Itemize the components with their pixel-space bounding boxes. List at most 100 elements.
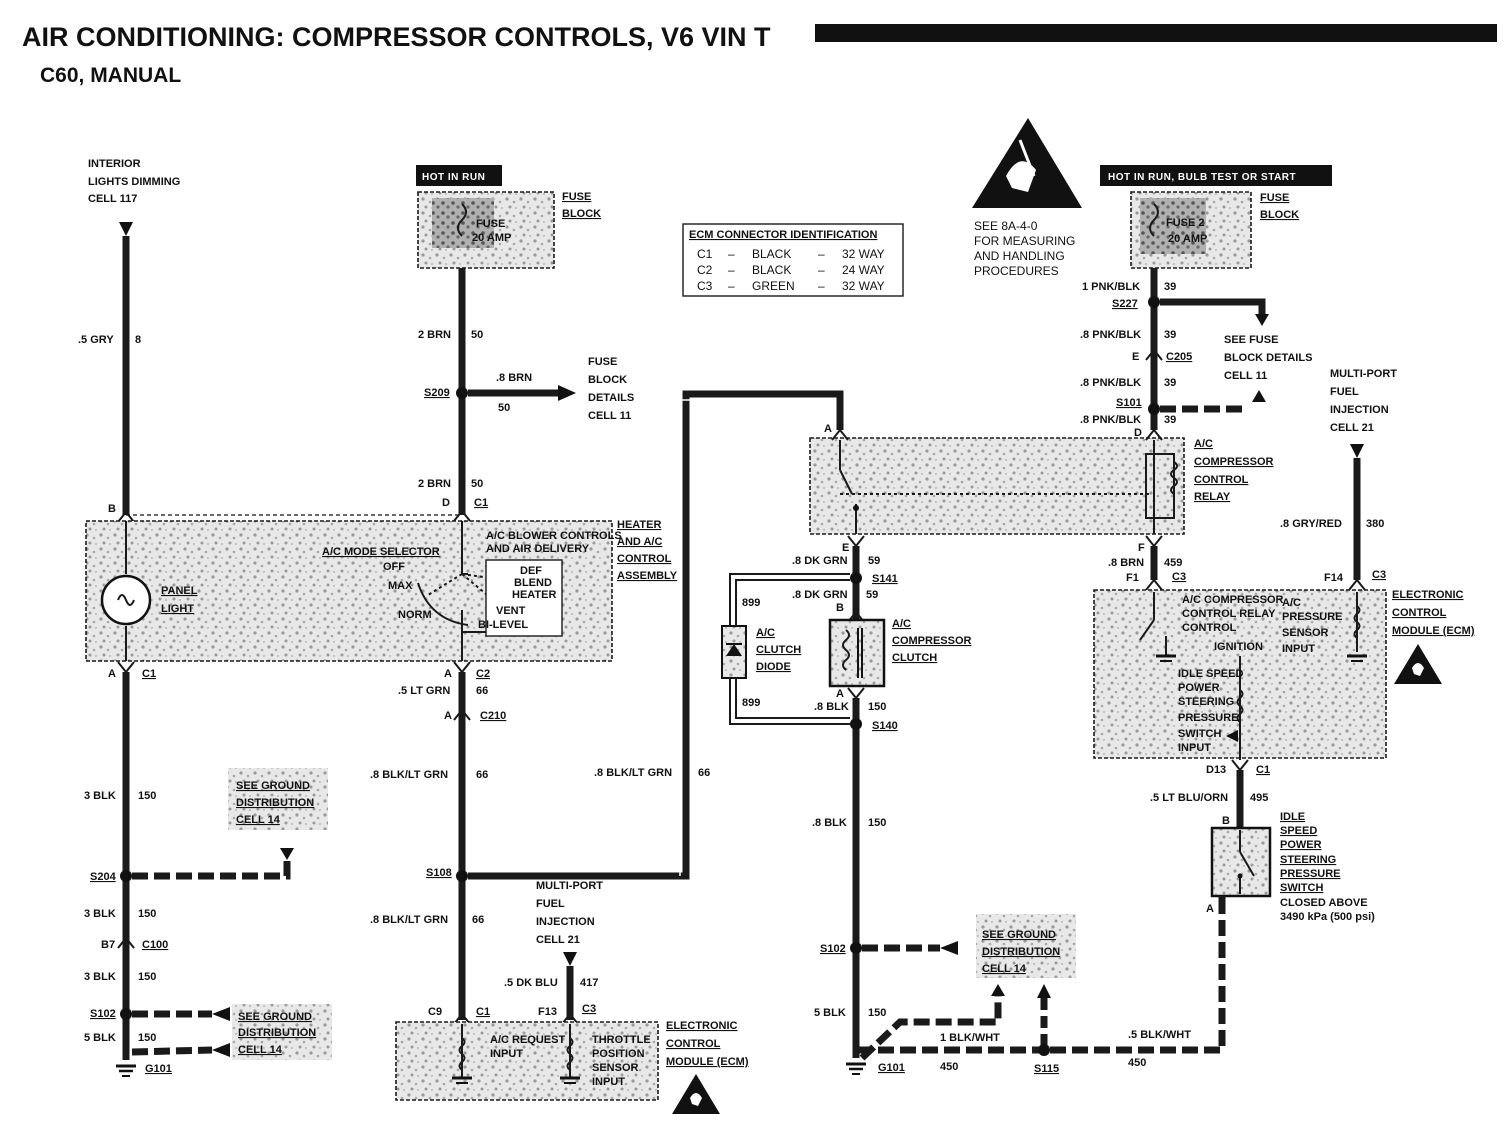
panel-light: PANEL LIGHT <box>100 521 198 661</box>
hot-tag-text: HOT IN RUN, BULB TEST OR START <box>1108 172 1296 183</box>
wire-label: 3 BLK <box>84 790 116 802</box>
circuit-number: 150 <box>868 701 886 713</box>
table-cell: BLACK <box>752 263 791 277</box>
interior-lights-ref-3: CELL 117 <box>88 193 137 205</box>
ground-dash-2 <box>859 996 1002 1061</box>
ecm-label: ELECTRONIC <box>1392 589 1464 601</box>
table-cell: C2 <box>697 263 713 277</box>
ecm-inner-label: INPUT <box>1178 742 1211 754</box>
connector-terminal <box>117 510 135 523</box>
fuse-name: FUSE 2 <box>1166 217 1205 229</box>
wire-label: .8 PNK/BLK <box>1080 329 1141 341</box>
connector-label: C2 <box>476 668 490 680</box>
splice-s141 <box>850 572 862 584</box>
mode-selector: A/C BLOWER CONTROLS AND AIR DELIVERY A/C… <box>322 521 622 661</box>
wire-label: .5 BLK/WHT <box>1128 1029 1191 1041</box>
ecm-input-label: POSITION <box>592 1048 645 1060</box>
relay-label: COMPRESSOR <box>1194 456 1274 468</box>
esd-warning-icon <box>972 118 1082 208</box>
splice-s204 <box>120 870 132 882</box>
ecm-inner-label: IGNITION <box>1214 641 1263 653</box>
esd-warning-icon <box>672 1074 720 1114</box>
circuit-number: 66 <box>476 685 488 697</box>
clutch-pin: A <box>836 688 844 700</box>
ecm-inner-label: SWITCH <box>1178 728 1221 740</box>
mpfi-arrow <box>563 952 577 966</box>
mode-def: DEF <box>520 565 542 577</box>
splice-label: S115 <box>1034 1063 1059 1075</box>
ecm-inner-label: SENSOR <box>1282 627 1329 639</box>
diode-label: A/C <box>756 627 775 639</box>
blower-label: A/C BLOWER CONTROLS <box>486 530 622 542</box>
ecm-label: ELECTRONIC <box>666 1020 738 1032</box>
ground-ref-text: CELL 14 <box>238 1044 283 1056</box>
connector-c205 <box>1145 348 1163 361</box>
page-subtitle: C60, MANUAL <box>40 64 181 87</box>
heater-label: AND A/C <box>617 536 662 548</box>
ecm-label: CONTROL <box>666 1038 721 1050</box>
fuse-block-label: FUSE <box>562 191 591 203</box>
mpfi-ref: FUEL <box>1330 386 1359 398</box>
esd-warning-icon <box>1394 644 1442 684</box>
fuse-rating: 20 AMP <box>472 232 511 244</box>
splice-label: S227 <box>1112 298 1138 310</box>
ecm-inner-label: PRESSURE <box>1178 712 1239 724</box>
mode-selector-label: A/C MODE SELECTOR <box>322 546 440 558</box>
splice-s227 <box>1148 296 1160 308</box>
wire-label: .8 BRN <box>496 372 532 384</box>
mpfi-ref: INJECTION <box>1330 404 1389 416</box>
ground-dash-s102b <box>131 1046 213 1056</box>
wire-stripe <box>679 399 834 876</box>
wire-label: 1 BLK/WHT <box>940 1032 1000 1044</box>
connector-label: C210 <box>480 710 506 722</box>
mpfi-ref: FUEL <box>536 898 565 910</box>
wire-label: 1 PNK/BLK <box>1082 281 1140 293</box>
mode-norm: NORM <box>398 609 432 621</box>
circuit-number: 417 <box>580 977 598 989</box>
mode-off: OFF <box>383 561 405 573</box>
splice-label: S140 <box>872 720 898 732</box>
wire-blk-ltgrn-66-long <box>468 390 844 880</box>
branch-arrow <box>558 385 576 401</box>
circuit-number: 150 <box>138 790 156 802</box>
ground-ref-text: DISTRIBUTION <box>238 1027 316 1039</box>
ground-ref-arrow <box>212 1007 230 1021</box>
switch-pin: B <box>1222 815 1230 827</box>
circuit-number: 150 <box>138 971 156 983</box>
mpfi-ref: MULTI-PORT <box>536 880 603 892</box>
fuse-block-details-ref: BLOCK <box>588 374 627 386</box>
circuit-number: 495 <box>1250 792 1268 804</box>
fuse-ref-text: SEE FUSE <box>1224 334 1278 346</box>
circuit-number: 39 <box>1164 377 1176 389</box>
ground-ref-box <box>976 914 1076 978</box>
wire-label: 5 BLK <box>84 1032 116 1044</box>
ecm-inner-label: A/C <box>1282 597 1301 609</box>
mode-bilevel: BI-LEVEL <box>478 619 528 631</box>
switch-label: SWITCH <box>1280 882 1323 894</box>
clutch-coil <box>842 629 850 671</box>
splice-s101 <box>1148 403 1160 415</box>
pin-label: C9 <box>428 1006 442 1018</box>
ground-ref-text: CELL 14 <box>982 963 1027 975</box>
relay-terminal <box>1145 535 1163 548</box>
splice-s115 <box>1038 1044 1050 1056</box>
mpfi-ref: CELL 21 <box>536 934 580 946</box>
ground-ref-arrow <box>1037 984 1051 998</box>
splice-label: S102 <box>820 943 846 955</box>
splice-s209 <box>456 387 468 399</box>
relay-terminal <box>847 535 865 548</box>
pin-label: D <box>442 497 450 509</box>
fuse-block-label: FUSE <box>1260 192 1289 204</box>
heater-label: ASSEMBLY <box>617 570 678 582</box>
relay-terminal <box>831 428 849 441</box>
esd-note-text: AND HANDLING <box>974 249 1065 263</box>
ground-ref-text: DISTRIBUTION <box>982 946 1060 958</box>
pin-label: F13 <box>538 1006 557 1018</box>
relay-label: RELAY <box>1194 491 1231 503</box>
fuse-name: FUSE <box>476 218 505 230</box>
mpfi-arrow <box>1350 444 1364 458</box>
circuit-number: 66 <box>476 769 488 781</box>
switch-note: 3490 kPa (500 psi) <box>1280 911 1375 923</box>
mode-blend: BLEND <box>514 577 552 589</box>
